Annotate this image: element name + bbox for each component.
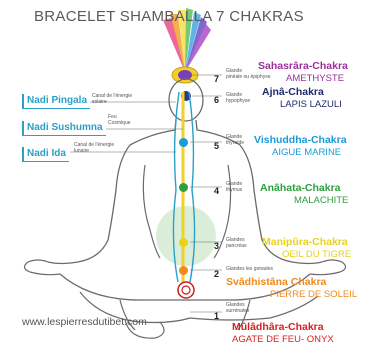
chakra-stone-7: AMETHYSTE bbox=[286, 73, 344, 84]
chakra-marker-3: 3 bbox=[214, 236, 219, 254]
chakra-marker-5: 5 bbox=[214, 136, 219, 154]
spine-dot-3 bbox=[179, 238, 188, 247]
chakra-marker-1: 1 bbox=[214, 306, 219, 324]
gland-label-4: Glandethymus bbox=[226, 181, 242, 193]
chakra-name-7: Sahasrâra-Chakra bbox=[258, 60, 348, 72]
nadi-pingala-desc: Canal de l'énergiesolaire bbox=[92, 93, 132, 105]
nadi-sushumna-desc: FeuCosmique bbox=[108, 114, 131, 126]
nadi-sushumna: Nadi Sushumna bbox=[22, 121, 106, 136]
chakra-stone-1: AGATE DE FEU- ONYX bbox=[232, 334, 334, 345]
chakra-marker-6: 6 bbox=[214, 90, 219, 108]
spine-dot-5 bbox=[179, 138, 188, 147]
chakra-name-1: Mûlâdhâra-Chakra bbox=[232, 321, 324, 333]
chakra-stone-4: MALACHITE bbox=[294, 195, 348, 206]
chakra-stone-3: OEIL DU TIGRE bbox=[282, 249, 351, 260]
nadi-ida: Nadi Ida bbox=[22, 147, 69, 162]
gland-label-1: Glandessurrénales bbox=[226, 302, 249, 314]
kundalini-spiral bbox=[178, 282, 194, 298]
chakra-dot-7 bbox=[182, 72, 189, 79]
chakra-marker-4: 4 bbox=[214, 181, 219, 199]
chakra-marker-7: 7 bbox=[214, 69, 219, 87]
chakra-name-4: Anâhata-Chakra bbox=[260, 182, 341, 194]
spine-dot-2 bbox=[179, 266, 188, 275]
website-url: www.lespierresdutibet.com bbox=[22, 316, 147, 328]
chakra-marker-2: 2 bbox=[214, 264, 219, 282]
nadi-ida-desc: Canal de l'énergielunaire bbox=[74, 142, 114, 154]
chakra-name-6: Ajnâ-Chakra bbox=[262, 86, 324, 98]
gland-label-2: Glandes les gonades bbox=[226, 266, 273, 272]
chakra-stone-5: AIGUE MARINE bbox=[272, 147, 341, 158]
leader-lines bbox=[70, 75, 222, 312]
chakra-name-2: Svâdhistâna Chakra bbox=[226, 276, 326, 289]
chakra-name-5: Vishuddha-Chakra bbox=[254, 134, 347, 146]
chakra-stone-6: LAPIS LAZULI bbox=[280, 99, 342, 110]
page-title: BRACELET SHAMBALLA 7 CHAKRAS bbox=[34, 8, 304, 25]
right-hand bbox=[310, 260, 346, 275]
nadi-pingala: Nadi Pingala bbox=[22, 94, 90, 109]
spine-dot-4 bbox=[179, 183, 188, 192]
chakra-name-3: Manipûra-Chakra bbox=[262, 236, 348, 248]
heart-glow bbox=[156, 206, 216, 266]
gland-label-6: Glandehypophyse bbox=[226, 92, 250, 104]
left-hand bbox=[24, 260, 60, 275]
gland-label-3: Glandespancréas bbox=[226, 237, 247, 249]
chakra-stone-2: PIERRE DE SOLEIL bbox=[270, 289, 357, 300]
gland-label-5: Glandethyroïde bbox=[226, 134, 244, 146]
